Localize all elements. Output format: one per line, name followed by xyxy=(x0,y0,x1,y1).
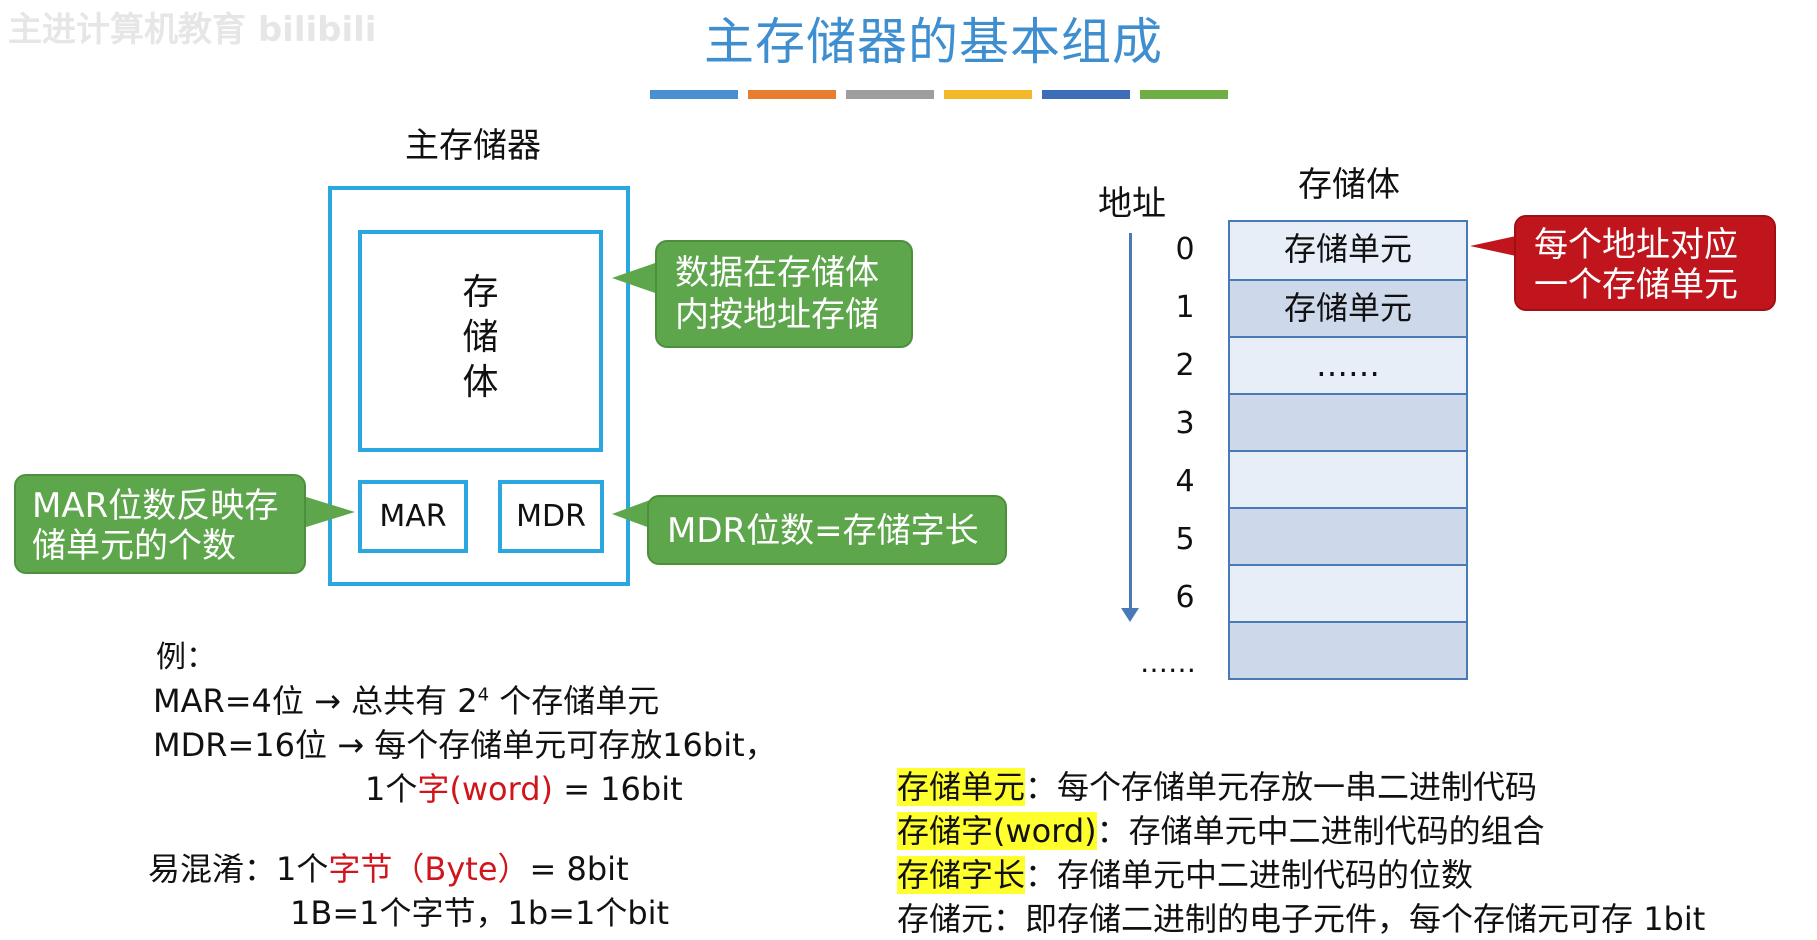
address-number: 3 xyxy=(1175,406,1195,441)
address-number: 1 xyxy=(1175,290,1195,325)
storage-cell: 存储单元 xyxy=(1228,281,1468,338)
callout-tail xyxy=(612,500,650,528)
storage-body-box xyxy=(358,230,603,452)
address-number: 2 xyxy=(1175,348,1195,383)
callout-tail xyxy=(1470,236,1516,256)
definition-term: 存储字(word) xyxy=(897,812,1097,850)
example-text: MAR=4位 xyxy=(153,682,315,720)
color-bar-2 xyxy=(748,90,836,99)
main-memory-label: 主存储器 xyxy=(405,126,541,166)
color-bar-6 xyxy=(1140,90,1228,99)
callout-address-to-cell: 每个地址对应 一个存储单元 xyxy=(1514,215,1776,311)
highlight-byte: 字节（Byte） xyxy=(328,850,530,888)
page-title: 主存储器的基本组成 xyxy=(704,13,1163,71)
storage-cell xyxy=(1228,623,1468,680)
mar-register: MAR xyxy=(358,480,468,553)
example-text: MDR=16位 xyxy=(153,726,338,764)
definition-term: 存储单元 xyxy=(897,768,1026,806)
callout-mar-bits: MAR位数反映存 储单元的个数 xyxy=(14,474,306,574)
callout-tail xyxy=(303,496,355,528)
address-header: 地址 xyxy=(1098,184,1166,224)
storage-cell xyxy=(1228,452,1468,509)
callout-line: 一个存储单元 xyxy=(1534,265,1738,305)
callout-line: 每个地址对应 xyxy=(1534,225,1738,265)
address-number: 6 xyxy=(1175,580,1195,615)
storage-cell: …… xyxy=(1228,338,1468,395)
example-text: 每个存储单元可存放16bit， xyxy=(364,726,777,764)
storage-header: 存储体 xyxy=(1298,165,1400,205)
arrow-right-icon: → xyxy=(337,726,365,764)
callout-storage-by-address: 数据在存储体 内按地址存储 xyxy=(655,240,913,348)
address-number: 0 xyxy=(1175,232,1195,267)
storage-body-char: 体 xyxy=(462,362,499,403)
storage-cell: 存储单元 xyxy=(1228,222,1468,281)
main-memory-box xyxy=(328,186,630,586)
callout-line: 储单元的个数 xyxy=(32,526,236,566)
callout-mdr-bits: MDR位数=存储字长 xyxy=(647,495,1007,565)
watermark-text: 主进计算机教育 bilibili xyxy=(8,10,377,50)
callout-tail xyxy=(612,262,658,294)
definition-word-length: 存储字长：存储单元中二进制代码的位数 xyxy=(897,850,1473,896)
storage-cell-grid: 存储单元 存储单元 …… xyxy=(1228,220,1468,680)
example-line-mar: MAR=4位 → 总共有 24 个存储单元 xyxy=(153,676,659,722)
definition-text: ：存储单元中二进制代码的位数 xyxy=(1025,856,1474,894)
definition-storage-word: 存储字(word)：存储单元中二进制代码的组合 xyxy=(897,806,1545,852)
definition-text: ：即存储二进制的电子元件，每个存储元可存 1bit xyxy=(993,900,1706,938)
callout-line: MAR位数反映存 xyxy=(32,486,279,526)
address-number: 5 xyxy=(1175,522,1195,557)
definition-text: ：每个存储单元存放一串二进制代码 xyxy=(1025,768,1538,806)
example-text: = 16bit xyxy=(553,770,683,808)
storage-cell xyxy=(1228,395,1468,452)
color-bar-1 xyxy=(650,90,738,99)
arrow-down-icon xyxy=(1121,608,1139,622)
storage-body-char: 存 xyxy=(462,272,499,313)
title-color-bars xyxy=(650,90,1228,99)
color-bar-3 xyxy=(846,90,934,99)
exponent: 4 xyxy=(477,684,490,706)
definition-term: 存储元 xyxy=(897,900,994,938)
highlight-word: 字(word) xyxy=(417,770,554,808)
confusion-line-2: 1B=1个字节，1b=1个bit xyxy=(290,894,670,932)
example-line-word: 1个字(word) = 16bit xyxy=(365,764,683,810)
definition-storage-cell: 存储单元：每个存储单元存放一串二进制代码 xyxy=(897,762,1537,808)
example-text: 总共有 2 xyxy=(340,682,478,720)
address-number: 4 xyxy=(1175,464,1195,499)
color-bar-5 xyxy=(1042,90,1130,99)
example-heading: 例： xyxy=(156,640,216,675)
address-arrow-line xyxy=(1129,233,1132,613)
example-text: = 8bit xyxy=(529,850,629,888)
confusion-line: 易混淆：1个字节（Byte）= 8bit xyxy=(148,844,629,890)
definition-text: ：存储单元中二进制代码的组合 xyxy=(1096,812,1545,850)
address-ellipsis: …… xyxy=(1140,646,1196,679)
callout-line: 数据在存储体 xyxy=(675,253,879,293)
storage-body-char: 储 xyxy=(462,317,499,358)
example-line-mdr: MDR=16位 → 每个存储单元可存放16bit， xyxy=(153,720,777,766)
color-bar-4 xyxy=(944,90,1032,99)
definition-term: 存储字长 xyxy=(897,856,1026,894)
example-text: 个存储单元 xyxy=(489,682,660,720)
callout-line: 内按地址存储 xyxy=(675,295,879,335)
mdr-register: MDR xyxy=(498,480,604,553)
example-text: 易混淆：1个 xyxy=(148,850,329,888)
storage-cell xyxy=(1228,566,1468,623)
storage-body-label: 存 储 体 xyxy=(358,270,603,405)
arrow-right-icon: → xyxy=(314,682,341,720)
definition-storage-element: 存储元：即存储二进制的电子元件，每个存储元可存 1bit xyxy=(897,894,1705,940)
example-text: 1个 xyxy=(365,770,418,808)
storage-cell xyxy=(1228,509,1468,566)
